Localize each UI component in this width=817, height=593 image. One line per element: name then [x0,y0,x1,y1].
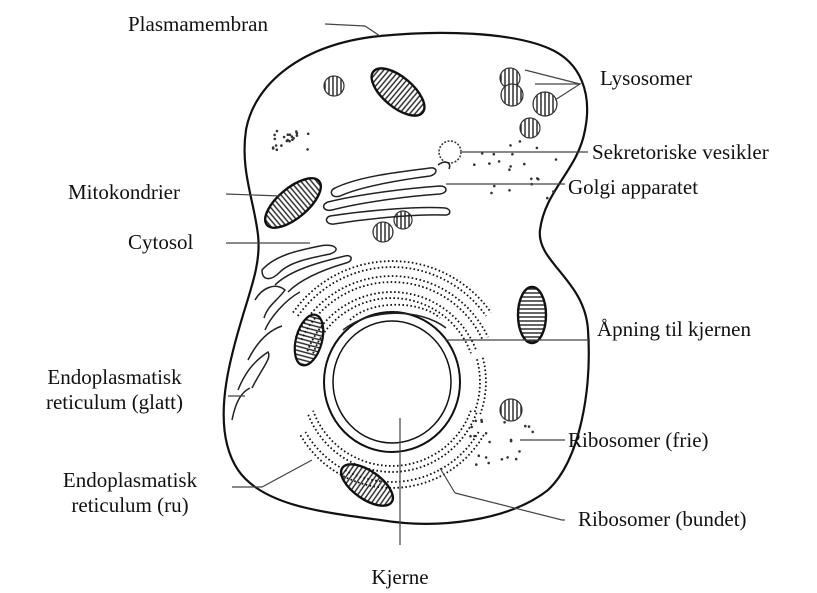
ribosome-dot [536,147,539,150]
ribosome-dot [478,454,481,457]
ribosome-dot [286,140,289,143]
ribosome-dot [291,138,294,141]
label-er-glatt-line2: reticulum (glatt) [2,390,227,415]
ribosome-dot [296,134,299,137]
ribosome-dot [274,138,277,141]
ribosome-dot [510,440,513,443]
ribosome-dot [528,425,531,428]
ribosome-dot [509,165,512,168]
ribosome-dot [480,419,483,422]
ribosome-dot [509,144,512,147]
label-mitokondrier: Mitokondrier [68,180,180,205]
label-apning-til-kjernen: Åpning til kjernen [597,317,751,342]
ribosome-dot [276,148,279,151]
ribosome-dot [474,420,477,423]
mitochondrion-top [364,60,432,124]
ribosome-dot [498,160,501,163]
ribosome-dot [276,130,279,133]
ribosome-dot [291,135,294,138]
ribosome-dot [287,133,290,136]
mitochondrion-right [518,287,546,343]
label-cytosol: Cytosol [128,230,193,255]
ribosome-dot [518,450,521,453]
ribosome-dot [473,163,476,166]
rough-er-sheet [480,358,486,414]
label-er-glatt: Endoplasmatisk reticulum (glatt) [2,365,227,415]
label-lysosomer: Lysosomer [600,66,692,91]
ribosome-dot [519,140,522,143]
label-er-glatt-line1: Endoplasmatisk [2,365,227,390]
ribosome-dot [508,168,511,171]
ribosome-dot [306,148,309,151]
ribosome-dot [523,163,526,166]
ribosome-dot [485,432,488,435]
ribosome-dot [280,144,283,147]
ribosome-dot [470,426,473,429]
label-sekretoriske-vesikler: Sekretoriske vesikler [592,140,769,165]
ribosome-dot [487,462,490,465]
ribosome-dot [296,132,299,135]
ribosome-dot [307,133,310,136]
rough-er-sheet [298,267,486,316]
label-er-ru: Endoplasmatisk reticulum (ru) [30,468,230,518]
ribosome-dot [488,441,491,444]
ribosome-dot [490,192,493,195]
mitochondrion-inner-left [290,312,329,369]
label-ribosomer-frie: Ribosomer (frie) [568,428,709,453]
ribosome-dot [531,431,534,434]
ribosome-dot [555,158,558,161]
mitochondrion-left [257,170,328,237]
ribosome-dot [552,190,555,193]
ribosome-dot [283,136,286,139]
ribosome-dot [275,144,278,147]
label-ribosomer-bundet: Ribosomer (bundet) [578,507,747,532]
label-er-ru-line1: Endoplasmatisk [30,468,230,493]
ribosome-dot [536,177,539,180]
ribosome-dot [469,435,472,438]
ribosome-dot [506,456,509,459]
ribosome-dot [488,162,491,165]
ribosome-dot [272,147,275,150]
ribosome-dot [511,153,514,156]
ribosome-dot [524,425,527,428]
golgi-stack [324,162,450,224]
ribosome-dot [493,185,496,188]
ribosome-dot [493,153,496,156]
ribosome-dot [273,134,276,137]
ribosome-dot [475,463,478,466]
ribosome-dot [515,458,518,461]
rough-er-sheet [475,359,480,412]
ribosome-dot [503,421,506,424]
ribosome-dot [508,189,511,192]
label-kjerne: Kjerne [340,565,460,590]
ribosome-dot [501,458,504,461]
label-plasmamembran: Plasmamembran [128,12,268,37]
ribosome-dot [546,197,549,200]
ribosome-dot [485,456,488,459]
label-er-ru-line2: reticulum (ru) [30,493,230,518]
secretory-vesicle [439,141,461,163]
ribosome-dot [530,178,533,181]
label-golgi: Golgi apparatet [568,175,698,200]
nucleus [324,305,460,452]
